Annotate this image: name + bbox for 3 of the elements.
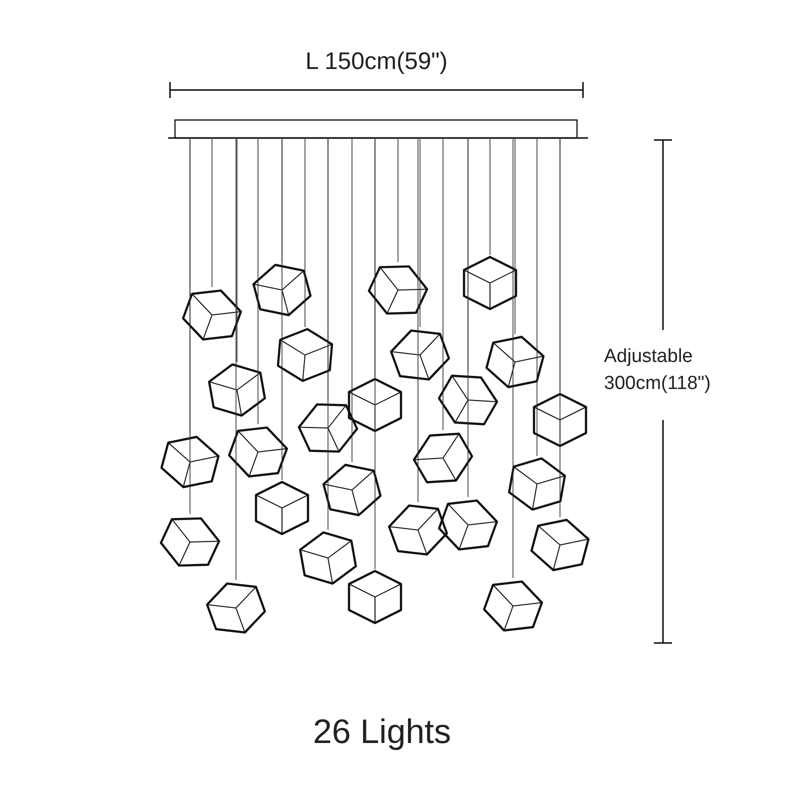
caption: 26 Lights — [312, 713, 452, 752]
dimension-label: L 150cm(59") — [304, 48, 449, 76]
dimension-label: Adjustable 300cm(118") — [604, 345, 712, 396]
